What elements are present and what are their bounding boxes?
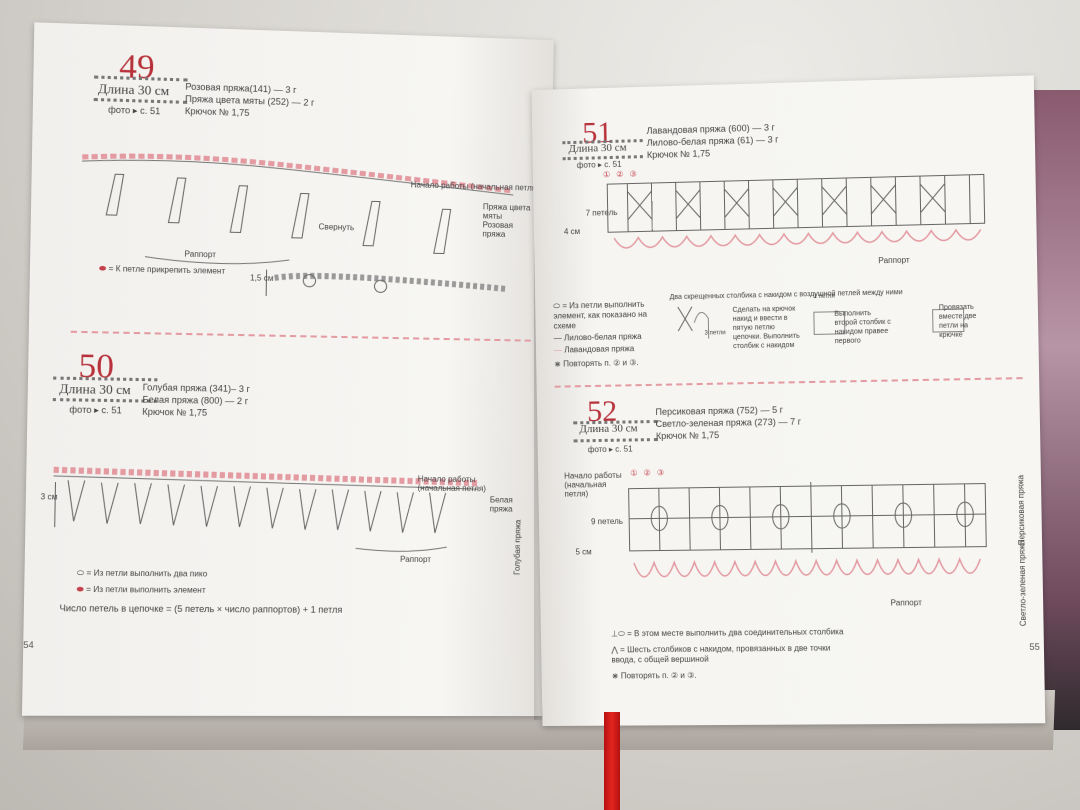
repeat-label: Раппорт xyxy=(400,554,432,565)
height-label: 3 см xyxy=(40,492,58,502)
section-divider xyxy=(70,330,531,342)
start-label: Начало работы (начальная петля) xyxy=(417,474,487,494)
yarn-list: Розовая пряжа(141) — 3 г Пряжа цвета мят… xyxy=(185,80,315,121)
fan-symbol-icon: ⋀ xyxy=(611,645,621,655)
element-symbol-icon: ⬬ xyxy=(76,584,87,595)
photo-reference: фото ▸ с. 51 xyxy=(108,104,161,117)
yarn-line: Крючок № 1,75 xyxy=(646,148,711,161)
pattern-length: Длина 30 см xyxy=(579,422,638,436)
pattern-length: Длина 30 см xyxy=(59,380,131,398)
repeat-label: Раппорт xyxy=(184,249,217,260)
stitch-step-illustrations xyxy=(676,297,983,354)
note-slip-stitches: ⊥⬭ = В этом месте выполнить два соединит… xyxy=(610,627,844,639)
loops-label: 7 петель xyxy=(585,207,618,218)
repeat-label: Раппорт xyxy=(890,598,923,608)
row-markers-icon: ①②③ xyxy=(602,169,643,180)
page-number: 55 xyxy=(1029,641,1040,653)
side-label-green: Светло-зеленая пряжа xyxy=(1017,539,1029,627)
page-number: 54 xyxy=(23,639,34,651)
element-symbol-icon: ⬭ xyxy=(553,301,563,311)
yarn-line: Крючок № 1,75 xyxy=(142,406,208,418)
start-label: Начало работы (начальная петля) xyxy=(564,470,622,499)
pattern-length: Длина 30 см xyxy=(97,80,170,99)
note-loop-count: Число петель в цепочке = (5 петель × чис… xyxy=(59,603,343,615)
yarn-line: Крючок № 1,75 xyxy=(655,429,720,442)
yarn-list: Голубая пряжа (341)– 3 г Белая пряжа (80… xyxy=(142,381,250,419)
dotted-rule xyxy=(573,438,658,443)
bookmark-ribbon xyxy=(604,712,620,810)
dotted-rule xyxy=(93,97,188,104)
row-markers-icon: ①②③ xyxy=(630,467,671,478)
step-two: Выполнить второй столбик с накидом праве… xyxy=(834,310,891,346)
height-label: 1,5 см xyxy=(249,273,274,283)
repeat-label: Раппорт xyxy=(878,255,910,266)
right-page: 51 Длина 30 см фото ▸ с. 51 Лавандовая п… xyxy=(531,75,1046,727)
note-six-stitches: ⋀ = Шесть столбиков с накидом, провязанн… xyxy=(611,643,831,665)
step-three-loops: 3 петли xyxy=(704,330,726,337)
attach-symbol-icon: ⬬ xyxy=(98,263,109,274)
note-repeat: ⋇ Повторять п. ② и ③. xyxy=(554,358,639,369)
height-label: 4 см xyxy=(563,226,581,237)
note-yarn-lilac: — Лилово-белая пряжа xyxy=(553,331,642,343)
photo-reference: фото ▸ с. 51 xyxy=(576,159,622,170)
pattern-length: Длина 30 см xyxy=(568,141,627,156)
left-page: 49 Длина 30 см фото ▸ с. 51 Розовая пряж… xyxy=(21,22,554,717)
line-symbol-icon: — xyxy=(553,333,565,343)
note-repeat: ⋇ Повторять п. ② и ③. xyxy=(611,670,697,681)
photo-reference: фото ▸ с. 51 xyxy=(587,444,633,455)
section-divider xyxy=(554,377,1023,388)
line-symbol-icon: — xyxy=(553,345,565,355)
note-element: ⬬ = Из петли выполнить элемент xyxy=(76,584,206,595)
step-three: Провязать вместе две петли на крючке xyxy=(938,303,977,340)
note-two-picots: ⬭ = Из петли выполнить два пико xyxy=(76,568,208,579)
dotted-rule xyxy=(52,398,158,403)
pattern-52-chart xyxy=(608,473,1008,609)
step-one: Сделать на крючок накид и ввести в пятую… xyxy=(732,305,800,351)
photo-reference: фото ▸ с. 51 xyxy=(69,404,122,416)
note-element: ⬭ = Из петли выполнить элемент, как пока… xyxy=(553,299,648,331)
side-label-peach: Персиковая пряжа xyxy=(1016,474,1027,546)
step-one-loop: 1 петля xyxy=(813,293,835,301)
yarn-line: Светло-зеленая пряжа (273) — 7 г xyxy=(655,416,802,430)
height-label: 5 см xyxy=(575,547,592,557)
repeat-symbol-icon: ⋇ xyxy=(611,671,621,681)
twist-label: Свернуть xyxy=(318,222,355,233)
repeat-symbol-icon: ⋇ xyxy=(554,359,564,369)
side-label: Пряжа цвета мяты Розовая пряжа xyxy=(482,202,533,239)
pattern-49-chart xyxy=(71,144,524,327)
side-label-blue: Голубая пряжа xyxy=(512,519,523,575)
side-label-line: Пряжа цвета мяты xyxy=(482,202,531,221)
side-label-white: Белая пряжа xyxy=(489,495,513,514)
yarn-list: Лавандовая пряжа (600) — 3 г Лилово-бела… xyxy=(646,121,778,161)
note-yarn-lavender: — Лавандовая пряжа xyxy=(553,344,635,355)
side-label-line: Розовая пряжа xyxy=(482,220,514,239)
loops-label: 9 петель xyxy=(590,516,624,527)
picot-symbol-icon: ⬭ xyxy=(76,568,87,578)
slip-stitch-symbol-icon: ⊥⬭ xyxy=(610,629,628,639)
yarn-list: Персиковая пряжа (752) — 5 г Светло-зеле… xyxy=(655,403,801,442)
pattern-51-chart xyxy=(603,172,1002,262)
